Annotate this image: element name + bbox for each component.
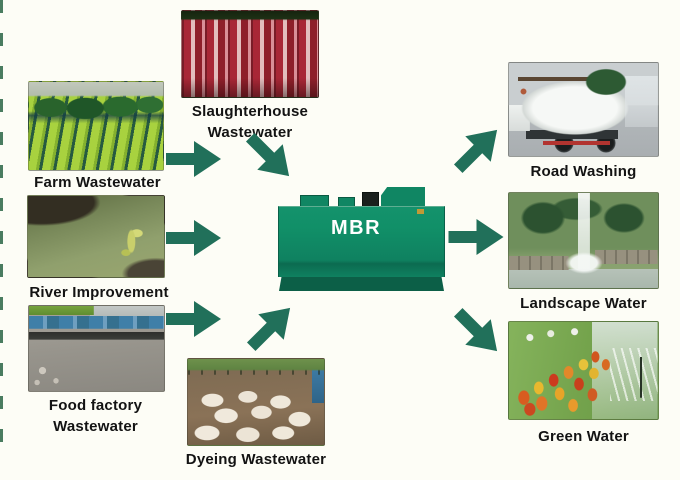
arrow-river-to-mbr-icon (166, 219, 222, 257)
slaughterhouse-wastewater-label: Slaughterhouse Wastewater (175, 101, 325, 143)
green-water-photo (508, 321, 659, 420)
road-washing-photo (508, 62, 659, 157)
mbr-tank-base (279, 277, 444, 291)
landscape-water-photo (508, 192, 659, 289)
river-improvement-photo (27, 195, 165, 278)
river-improvement-label: River Improvement (29, 284, 169, 301)
mbr-control-box (362, 192, 379, 207)
mbr-brand-badge (417, 209, 424, 214)
farm-wastewater-label: Farm Wastewater (34, 174, 161, 191)
food-factory-wastewater-photo (28, 305, 165, 392)
mbr-label: MBR (330, 217, 382, 239)
arrow-mbr-to-landscape-icon (447, 218, 506, 256)
food-factory-wastewater-label: Food factory Wastewater (8, 395, 183, 437)
road-washing-label: Road Washing (530, 163, 637, 180)
left-edge-artifact (0, 0, 3, 452)
arrow-dyeing-to-mbr-icon (238, 294, 304, 360)
mbr-tank-body (278, 206, 445, 277)
dyeing-wastewater-photo (187, 358, 325, 446)
mbr-top-housing-right (381, 187, 425, 207)
dyeing-wastewater-label: Dyeing Wastewater (185, 451, 327, 468)
slaughterhouse-wastewater-photo (181, 10, 319, 98)
mbr-unit: MBR (278, 186, 445, 292)
arrow-food-to-mbr-icon (166, 300, 222, 338)
slaughterhouse-label-line2: Wastewater (207, 124, 293, 141)
slaughterhouse-label-line1: Slaughterhouse (191, 103, 309, 120)
food-factory-label-line1: Food factory (48, 397, 143, 414)
landscape-water-label: Landscape Water (520, 295, 647, 312)
farm-wastewater-photo (28, 81, 164, 171)
food-factory-label-line2: Wastewater (53, 418, 138, 435)
green-water-label: Green Water (538, 428, 629, 445)
arrow-farm-to-mbr-icon (166, 140, 222, 178)
